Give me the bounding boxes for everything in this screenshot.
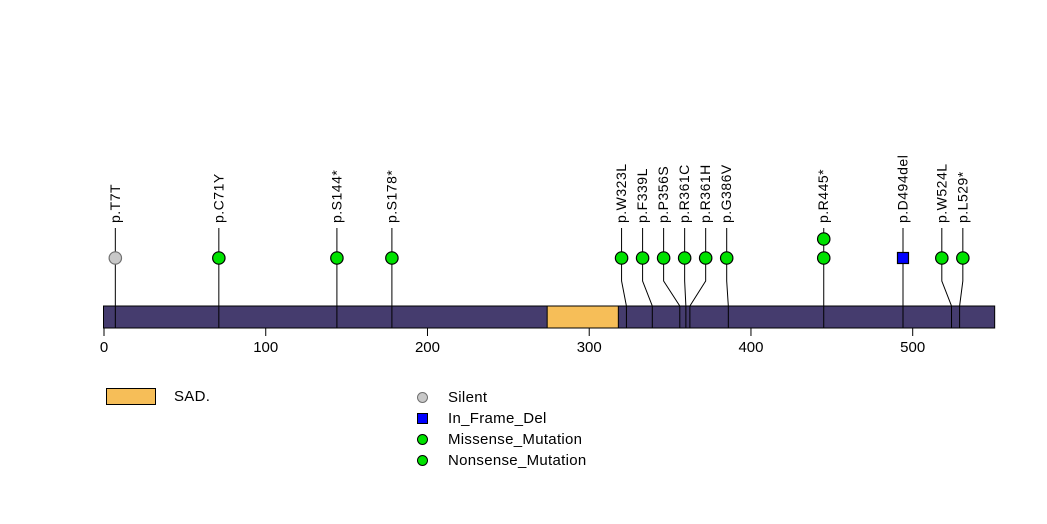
lollipop-head-nonsense_mutation xyxy=(385,251,399,265)
lollipop-head-missense_mutation xyxy=(614,251,629,265)
lollipop-head-in_frame_del xyxy=(896,251,910,265)
mutation-label: p.S178* xyxy=(383,170,399,223)
axis-tick-label: 300 xyxy=(577,339,602,356)
legend-item-missense_mutation: Missense_Mutation xyxy=(417,429,587,450)
mutation-label: p.L529* xyxy=(954,171,970,223)
legend-item-label: Missense_Mutation xyxy=(448,431,583,448)
lollipop-head-nonsense_mutation xyxy=(816,251,831,265)
lollipop-head-missense_mutation xyxy=(935,251,949,265)
mutation-label: p.F339L xyxy=(634,168,650,223)
domain-legend: SAD. xyxy=(106,388,210,405)
lollipop-head-missense_mutation xyxy=(212,251,226,265)
legend-circle-icon xyxy=(417,455,428,466)
mutation-label: p.P356S xyxy=(655,166,671,223)
axis-tick-label: 500 xyxy=(900,339,925,356)
domain-legend-swatch xyxy=(106,388,156,405)
mutation-label: p.W524L xyxy=(933,163,949,223)
mutation-label: p.D494del xyxy=(894,155,910,223)
mutation-label: p.R361H xyxy=(697,164,713,223)
mutation-label: p.S144* xyxy=(328,170,344,223)
mutation-label: p.T7T xyxy=(107,184,123,223)
legend-circle-icon xyxy=(417,392,428,403)
lollipop-head-missense_mutation xyxy=(677,251,692,265)
lollipop-head-silent xyxy=(108,251,123,265)
domain-legend-label: SAD. xyxy=(174,388,211,405)
axis-tick-label: 0 xyxy=(100,339,108,356)
axis-tick-label: 400 xyxy=(738,339,763,356)
legend-item-label: Nonsense_Mutation xyxy=(448,452,587,469)
legend-square-icon xyxy=(417,413,428,424)
lollipop-head-nonsense_mutation xyxy=(816,232,831,246)
legend-item-nonsense_mutation: Nonsense_Mutation xyxy=(417,450,587,471)
domain-sad xyxy=(546,305,619,329)
mutation-label: p.W323L xyxy=(613,163,629,223)
axis-tick-label: 200 xyxy=(415,339,440,356)
legend-item-label: Silent xyxy=(448,389,488,406)
mutation-label: p.G386V xyxy=(718,164,734,223)
mutation-label: p.R361C xyxy=(676,164,692,223)
legend-item-label: In_Frame_Del xyxy=(448,410,547,427)
lollipop-head-nonsense_mutation xyxy=(330,251,344,265)
legend-item-silent: Silent xyxy=(417,387,587,408)
lollipop-head-missense_mutation xyxy=(656,251,671,265)
mutation-label: p.C71Y xyxy=(210,173,226,223)
mutation-label: p.R445* xyxy=(815,169,831,223)
lollipop-head-missense_mutation xyxy=(635,251,650,265)
legend-circle-icon xyxy=(417,434,428,445)
lollipop-head-missense_mutation xyxy=(698,251,713,265)
legend-item-in_frame_del: In_Frame_Del xyxy=(417,408,587,429)
axis-tick-label: 100 xyxy=(253,339,278,356)
lollipop-head-nonsense_mutation xyxy=(956,251,970,265)
lollipop-head-missense_mutation xyxy=(719,251,734,265)
